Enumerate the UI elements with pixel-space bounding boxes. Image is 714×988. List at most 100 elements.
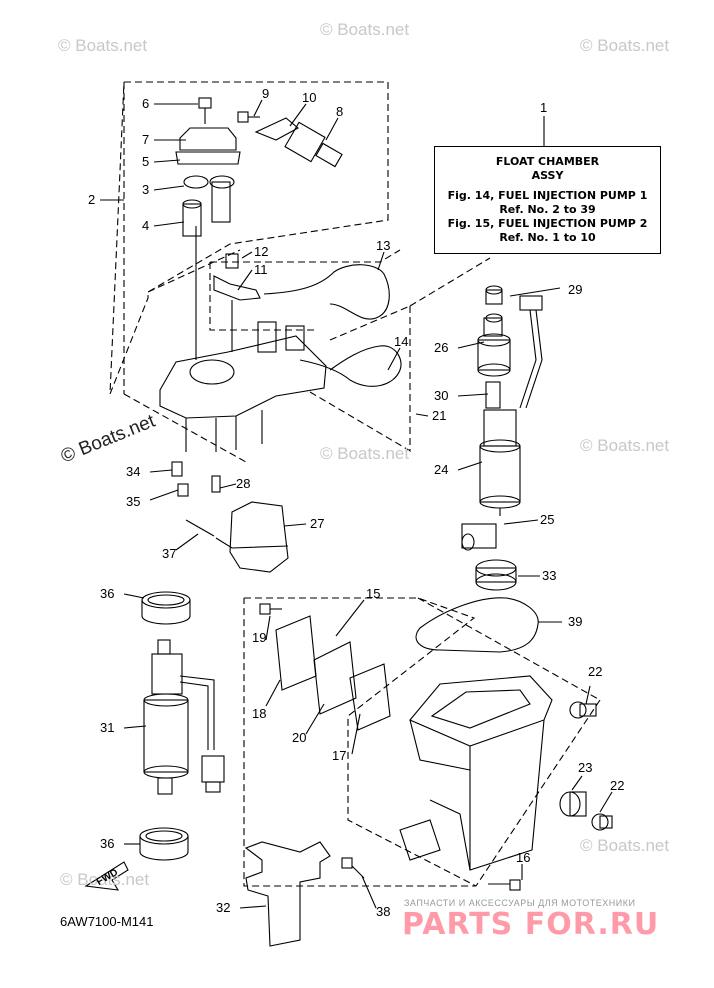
gasket-5-icon — [175, 151, 241, 165]
diagram-code: 6AW7100-M141 — [60, 914, 154, 929]
callout-30: 30 — [434, 388, 449, 403]
plate-7-icon — [179, 127, 237, 151]
filter-30-icon — [485, 381, 501, 409]
box-fig15: Fig. 15, FUEL INJECTION PUMP 2 — [447, 217, 648, 230]
ring-36-top-icon — [141, 591, 191, 625]
bolt-6-icon — [198, 97, 212, 124]
lower-group-outline — [243, 597, 477, 887]
callout-29: 29 — [568, 282, 583, 297]
sleeve-26-icon — [477, 313, 511, 377]
box-ref14: Ref. No. 2 to 39 — [499, 203, 596, 216]
grommet-23-icon — [559, 791, 587, 817]
hose-14-icon — [299, 345, 402, 387]
screw-38-icon — [341, 857, 365, 879]
callout-22a: 22 — [588, 664, 603, 679]
upper-chamber-body-icon — [159, 226, 327, 452]
callout-36b: 36 — [100, 836, 115, 851]
bracket-32-icon — [244, 841, 331, 947]
callout-24: 24 — [434, 462, 449, 477]
callout-4: 4 — [142, 218, 150, 233]
watermark: © Boats.net — [60, 870, 150, 889]
gasket-39-icon — [415, 597, 539, 653]
hose-13-icon — [263, 264, 390, 320]
callout-11: 11 — [254, 262, 268, 277]
callout-23: 23 — [578, 760, 593, 775]
grommet-29-icon — [485, 285, 543, 409]
callout-25: 25 — [540, 512, 555, 527]
screw-19-icon — [259, 603, 282, 615]
fitting-11-icon — [213, 253, 261, 301]
pin-28-icon — [211, 475, 221, 493]
callout-8: 8 — [336, 104, 344, 119]
box-ref15: Ref. No. 1 to 10 — [499, 231, 596, 244]
watermark: © Boats.net — [58, 36, 148, 55]
brand-tagline: ЗАПЧАСТИ И АКСЕССУАРЫ ДЛЯ МОТОТЕХНИКИ — [404, 898, 636, 908]
cover-27-icon — [215, 501, 289, 573]
callout-9: 9 — [262, 86, 270, 101]
box-subtitle: ASSY — [531, 169, 564, 182]
fuel-pump-31-icon — [143, 639, 225, 795]
box-fig14: Fig. 14, FUEL INJECTION PUMP 1 — [447, 189, 648, 202]
screw-16-icon — [488, 879, 521, 891]
callout-12: 12 — [254, 244, 269, 259]
callout-1: 1 — [540, 100, 548, 115]
callout-38: 38 — [376, 904, 391, 919]
sensor-8-icon — [284, 121, 343, 168]
callout-13: 13 — [376, 238, 391, 253]
callout-2: 2 — [88, 192, 96, 207]
bracket-10-icon — [254, 117, 299, 141]
callout-35: 35 — [126, 494, 141, 509]
callout-16: 16 — [516, 850, 531, 865]
holder-25-icon — [461, 523, 497, 551]
callout-7: 7 — [142, 132, 150, 147]
watermark: © Boats.net — [580, 836, 670, 855]
clamp-3-icon — [183, 175, 235, 223]
fuel-pump-24-icon — [479, 409, 521, 516]
box-title: FLOAT CHAMBER — [495, 155, 600, 168]
callout-5: 5 — [142, 154, 150, 169]
callout-33: 33 — [542, 568, 557, 583]
callout-28: 28 — [236, 476, 251, 491]
washer-35-icon — [177, 483, 189, 497]
callout-15: 15 — [366, 586, 381, 601]
grommet-22-top-icon — [569, 701, 597, 719]
grommet-22-bottom-icon — [591, 813, 613, 831]
callout-21: 21 — [432, 408, 447, 423]
sleeve-4-icon — [182, 199, 202, 237]
callout-27: 27 — [310, 516, 325, 531]
callout-19: 19 — [252, 630, 267, 645]
lower-chamber-body-icon — [399, 675, 553, 871]
plate-18-icon — [275, 615, 317, 691]
callout-18: 18 — [252, 706, 267, 721]
watermark: © Boats.net — [320, 444, 410, 463]
clip-33-icon — [475, 559, 517, 591]
screw-9-icon — [237, 111, 260, 123]
callout-3: 3 — [142, 182, 150, 197]
callout-6: 6 — [142, 96, 150, 111]
callout-26: 26 — [434, 340, 449, 355]
callout-10: 10 — [302, 90, 317, 105]
brand-logo: PARTS FOR.RU — [402, 907, 660, 942]
pin-37-icon — [185, 519, 215, 537]
gasket-17-icon — [349, 663, 391, 731]
callout-31: 31 — [100, 720, 115, 735]
upper-group-outline — [109, 81, 389, 395]
bolt-34-icon — [171, 461, 183, 477]
ring-36-bottom-icon — [139, 827, 189, 861]
callout-37: 37 — [162, 546, 177, 561]
fwd-arrow-icon — [84, 861, 129, 891]
callout-20: 20 — [292, 730, 307, 745]
float-chamber-assy-box: FLOAT CHAMBER ASSY Fig. 14, FUEL INJECTI… — [434, 146, 661, 254]
plate-20-icon — [313, 641, 357, 715]
watermark: © Boats.net — [580, 436, 670, 455]
watermark: © Boats.net — [580, 36, 670, 55]
callout-22b: 22 — [610, 778, 625, 793]
watermark: © Boats.net — [320, 20, 410, 39]
callout-36a: 36 — [100, 586, 115, 601]
callout-34: 34 — [126, 464, 141, 479]
callout-17: 17 — [332, 748, 347, 763]
callout-32: 32 — [216, 900, 231, 915]
callout-39: 39 — [568, 614, 583, 629]
callout-14: 14 — [394, 334, 409, 349]
